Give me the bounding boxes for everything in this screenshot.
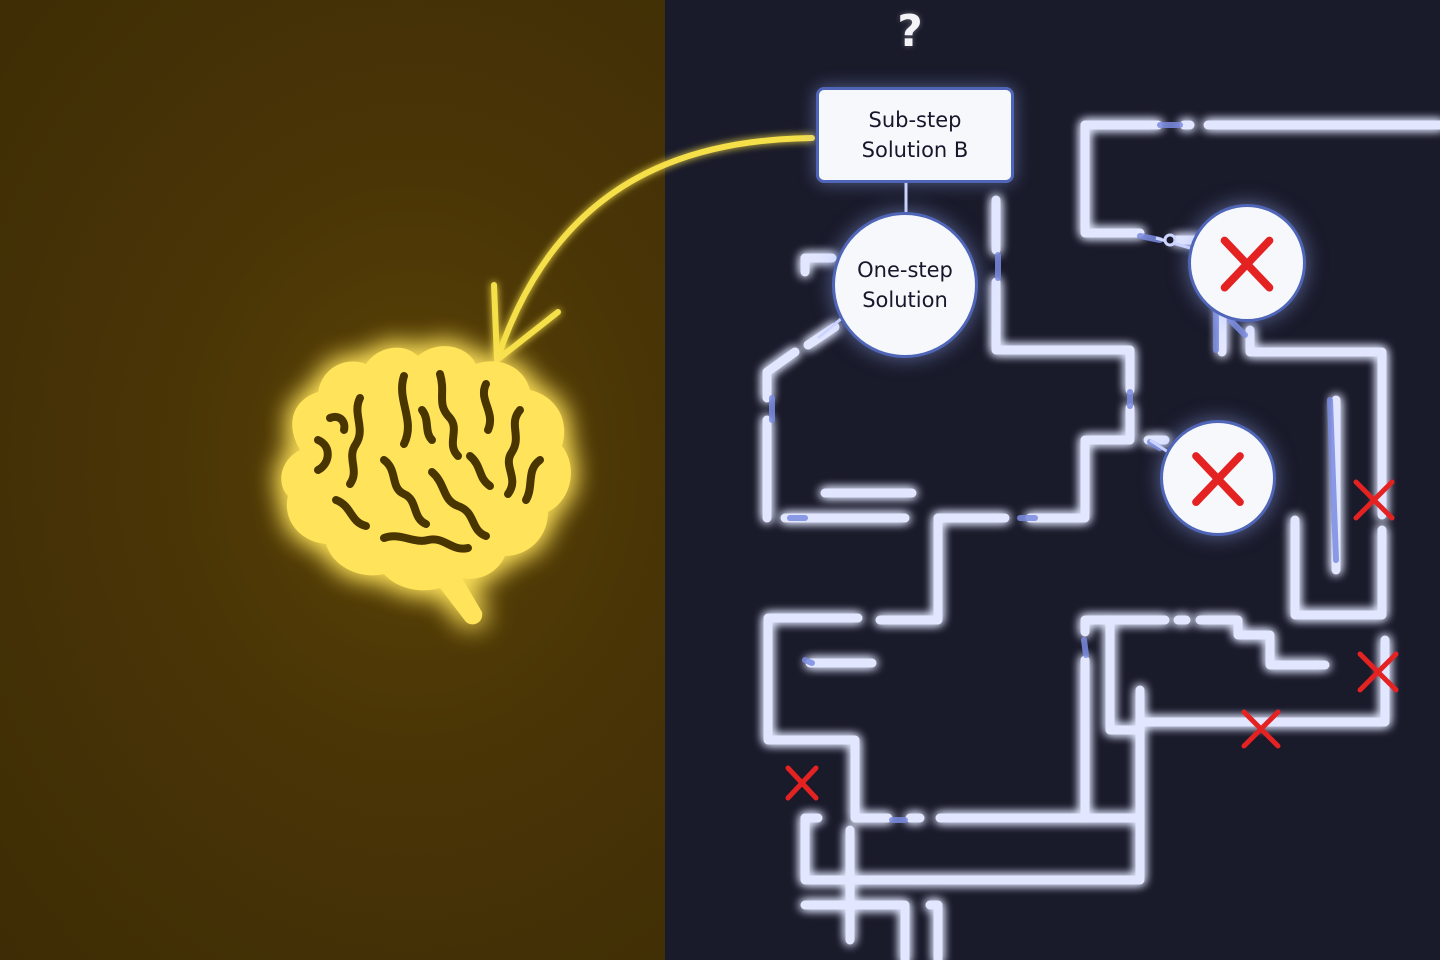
question-mark: ? [897, 6, 923, 57]
x-mark-icon [1241, 709, 1281, 749]
onestep-solution-node: One-step Solution [832, 212, 978, 358]
right-panel [665, 0, 1440, 960]
curved-arrow-icon [491, 135, 815, 363]
x-mark-icon [1192, 452, 1244, 507]
onestep-line-1: One-step [857, 258, 953, 282]
x-mark-icon [1220, 236, 1274, 292]
failed-path-node [1188, 204, 1306, 322]
failed-path-node [1160, 420, 1276, 536]
substep-solution-node: Sub-step Solution B [816, 87, 1014, 183]
fail-marks [785, 479, 1399, 801]
x-mark-icon [1357, 651, 1399, 693]
x-mark-icon [1353, 479, 1395, 521]
x-mark-icon [785, 765, 819, 801]
brain-icon [281, 346, 571, 625]
substep-line-1: Sub-step [868, 108, 962, 132]
substep-line-2: Solution B [861, 138, 969, 162]
node-connectors [817, 183, 1191, 454]
onestep-line-2: Solution [862, 288, 948, 312]
